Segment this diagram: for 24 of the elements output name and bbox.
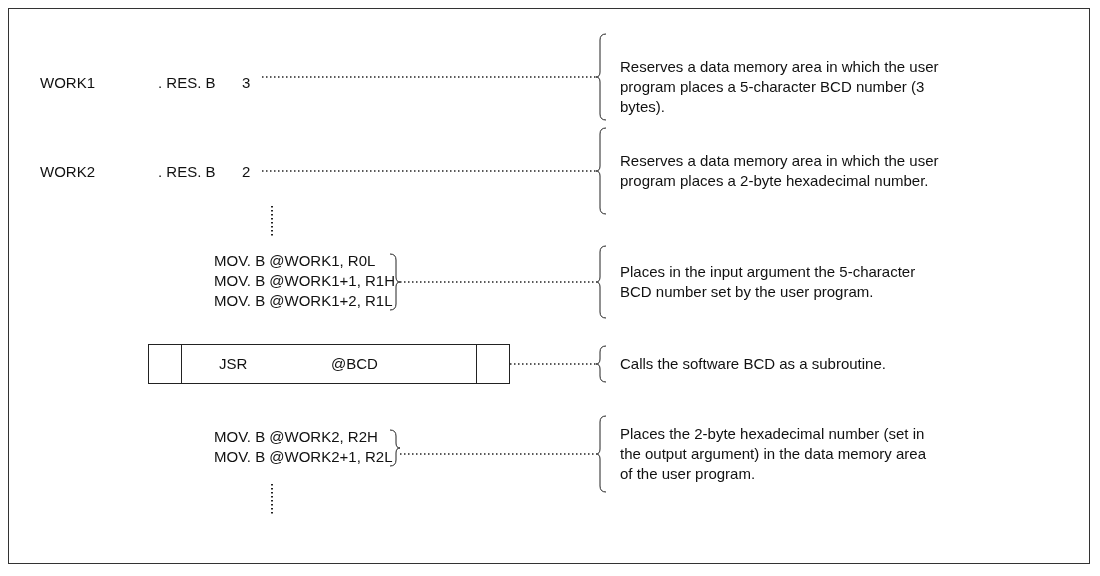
leader-line [261, 170, 597, 172]
directive-text: . RES. B [158, 74, 216, 92]
leader-line [399, 281, 597, 283]
label-text: WORK2 [40, 163, 95, 181]
code-line: MOV. B @WORK1+1, R1H [214, 272, 395, 290]
code-line: MOV. B @WORK1, R0L [214, 252, 376, 270]
code-line: MOV. B @WORK2, R2H [214, 428, 378, 446]
annotation-text: Reserves a data memory area in which the user program places a 5-character BCD number (3 bytes). [620, 57, 940, 117]
operand-text: 2 [242, 163, 251, 181]
code-line: MOV. B @WORK2+1, R2L [214, 448, 393, 466]
annotation-text: Places in the input argument the 5-character BCD number set by the user program. [620, 262, 917, 302]
annotation-text: Places the 2-byte hexadecimal number (set in the output argument) in the data memory area of the user program. [620, 424, 927, 484]
leader-line [509, 363, 597, 365]
annotation-text: Calls the software BCD as a subroutine. [620, 354, 887, 374]
subroutine-call-box [148, 344, 510, 384]
leader-line [399, 453, 597, 455]
directive-text: . RES. B [158, 163, 216, 181]
code-line: MOV. B @WORK1+2, R1L [214, 292, 393, 310]
leader-line [261, 76, 597, 78]
operand-text: 3 [242, 74, 251, 92]
annotation-text: Reserves a data memory area in which the user program places a 2-byte hexadecimal number. [620, 151, 940, 191]
operand-text: @BCD [331, 355, 378, 373]
instruction-text: JSR [219, 355, 248, 373]
label-text: WORK1 [40, 74, 95, 92]
